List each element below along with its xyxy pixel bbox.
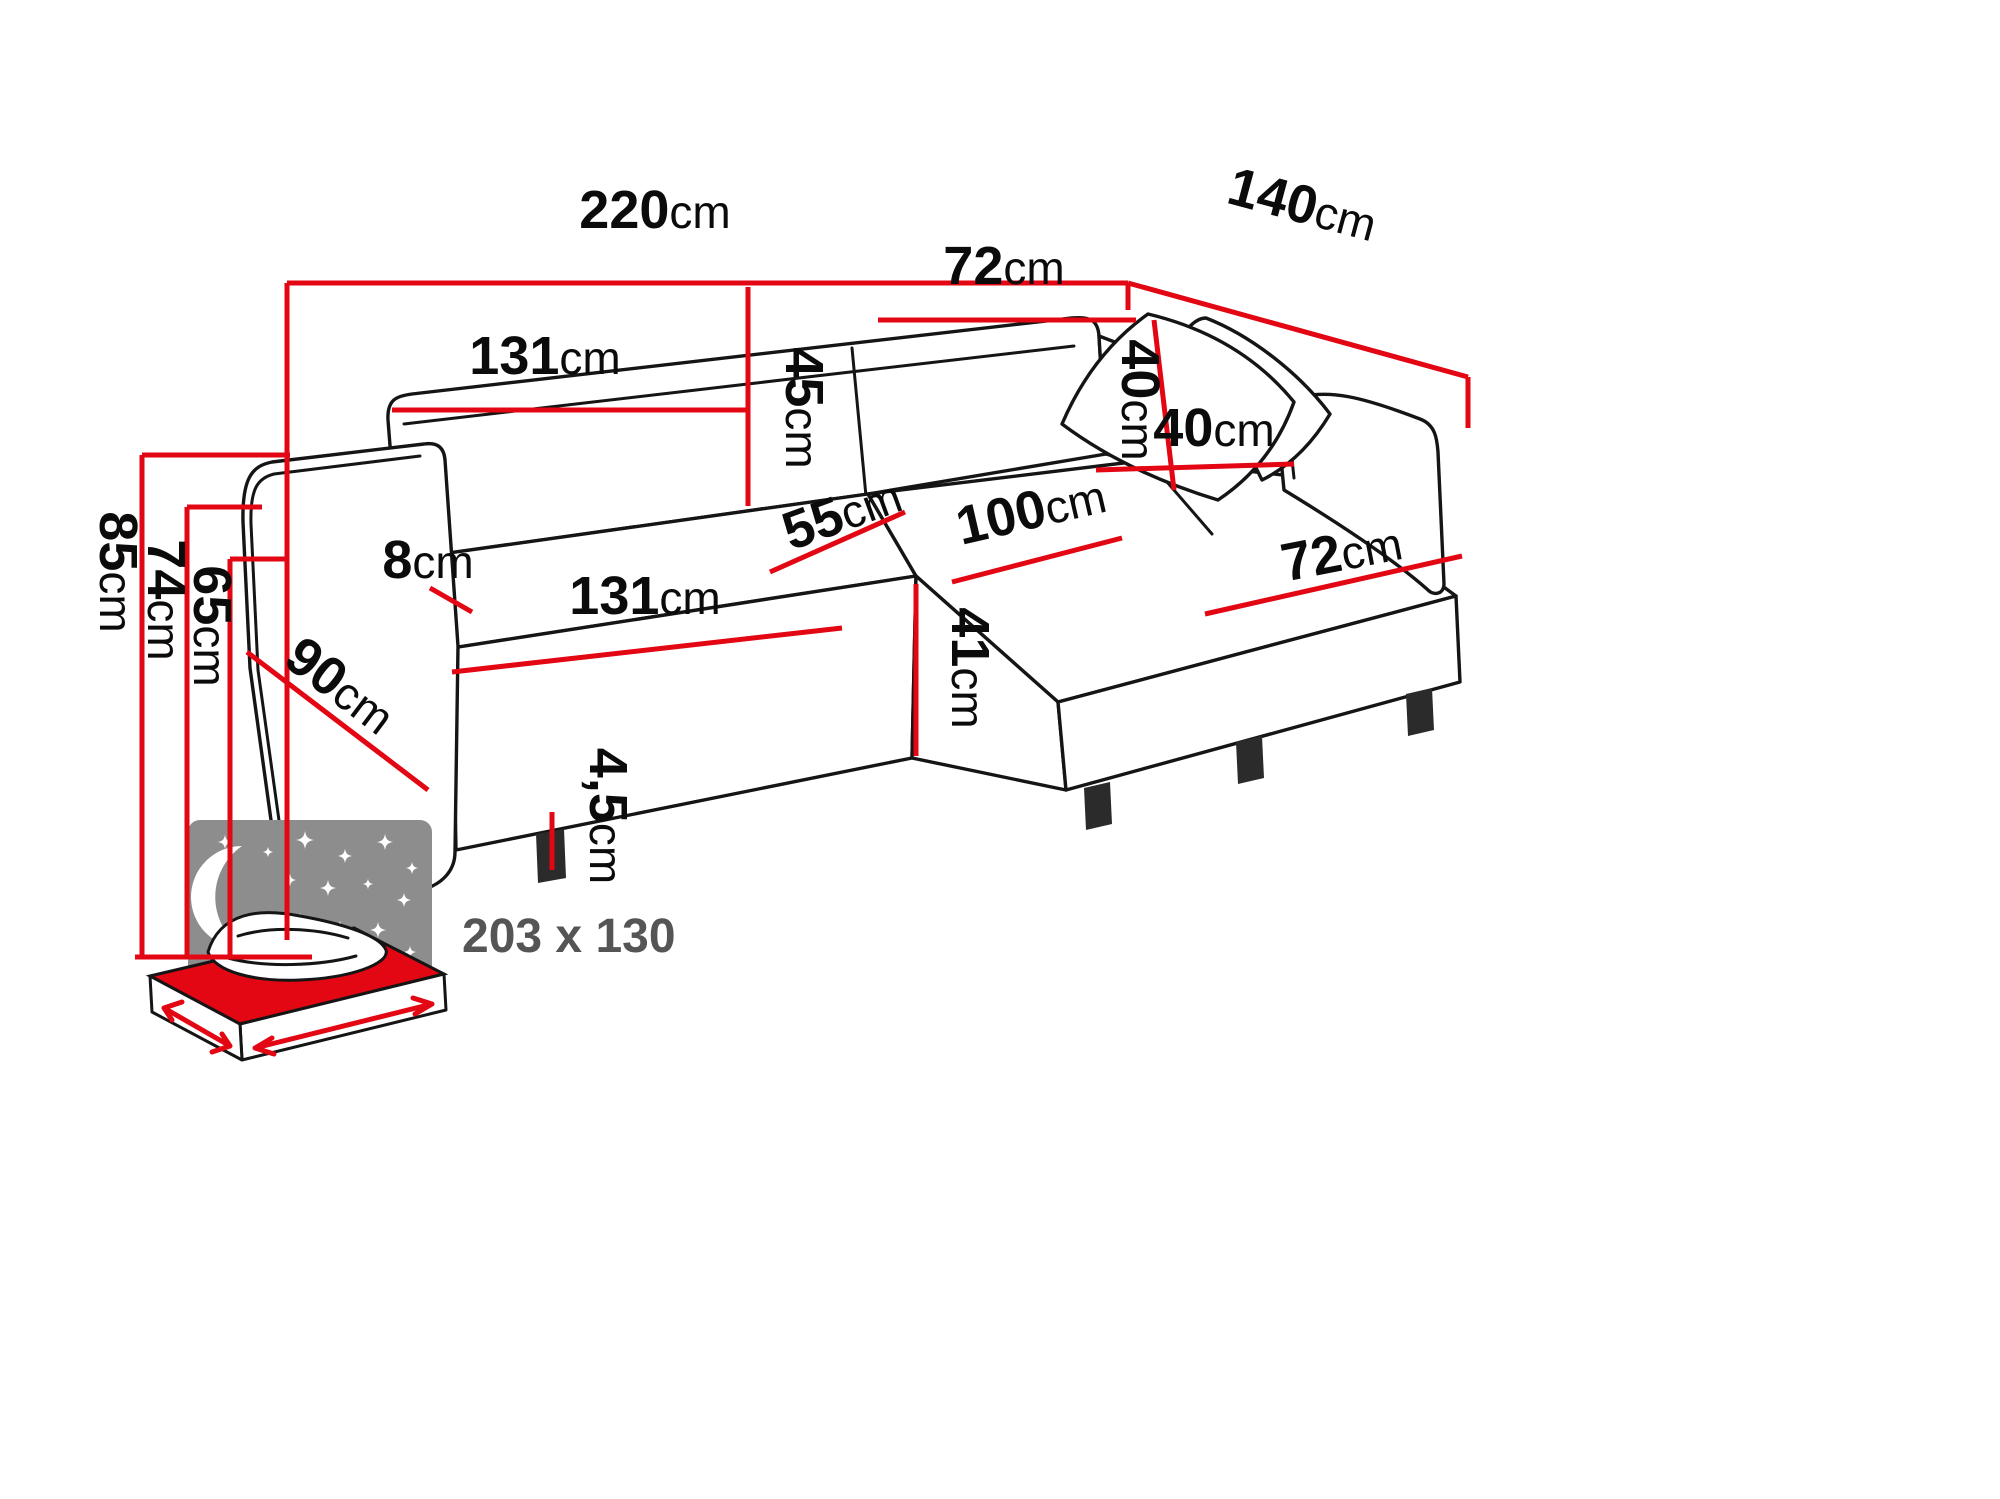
- dim-pillow-width: 40cm: [1095, 398, 1295, 473]
- front-pillow-path: [1060, 312, 1296, 502]
- dim-total-width: 220cm: [284, 180, 1131, 940]
- chaise-front-face: [1056, 594, 1462, 792]
- dim-armrest-height-floor: 65cm: [182, 556, 288, 957]
- svg-text:8cm: 8cm: [382, 530, 473, 590]
- dim-total-height: 85cm: [88, 452, 312, 960]
- svg-text:40cm: 40cm: [1153, 398, 1274, 458]
- dim-seat-height: 41cm: [913, 584, 1000, 756]
- left-armrest-top-line: [272, 454, 422, 476]
- svg-text:85cm: 85cm: [88, 511, 148, 632]
- sofa-leg: [1406, 688, 1434, 736]
- blanket-fold-line: [236, 927, 350, 940]
- svg-text:74cm: 74cm: [136, 539, 196, 660]
- svg-text:65cm: 65cm: [182, 565, 242, 686]
- dim-back-section-width: 72cm: [878, 236, 1136, 323]
- sofa-drawing: [241, 312, 1462, 956]
- sofa-leg: [1236, 736, 1264, 784]
- dim-backrest-width: 131cm: [392, 326, 748, 413]
- moon-icon: [191, 846, 242, 948]
- mattress-width-arrow: [252, 995, 435, 1057]
- sleeping-area-label: 203 x 130: [462, 910, 676, 963]
- dim-armrest-width: 8cm: [382, 530, 474, 615]
- dim-leg-height: 4,5cm: [549, 748, 638, 884]
- svg-text:45cm: 45cm: [774, 347, 834, 468]
- svg-text:131cm: 131cm: [469, 326, 620, 386]
- svg-text:72cm: 72cm: [1276, 511, 1407, 593]
- svg-text:40cm: 40cm: [1110, 339, 1170, 460]
- blanket-fold-line: [226, 954, 358, 967]
- svg-text:220cm: 220cm: [579, 180, 730, 240]
- sofa-leg: [1084, 782, 1112, 830]
- dim-back-height-floor: 74cm: [136, 504, 262, 957]
- mattress-depth-arrow: [161, 999, 233, 1055]
- svg-text:140cm: 140cm: [1222, 156, 1384, 253]
- dim-chaise-width: 72cm: [1204, 511, 1463, 617]
- svg-text:131cm: 131cm: [569, 566, 720, 626]
- svg-text:72cm: 72cm: [943, 236, 1064, 296]
- dim-pillow-height: 40cm: [1110, 319, 1177, 491]
- backrest-seam-line: [850, 346, 868, 498]
- svg-text:41cm: 41cm: [940, 607, 1000, 728]
- svg-text:4,5cm: 4,5cm: [578, 748, 638, 884]
- dim-seat-width: 131cm: [451, 566, 843, 675]
- dim-backrest-height: 45cm: [745, 287, 834, 506]
